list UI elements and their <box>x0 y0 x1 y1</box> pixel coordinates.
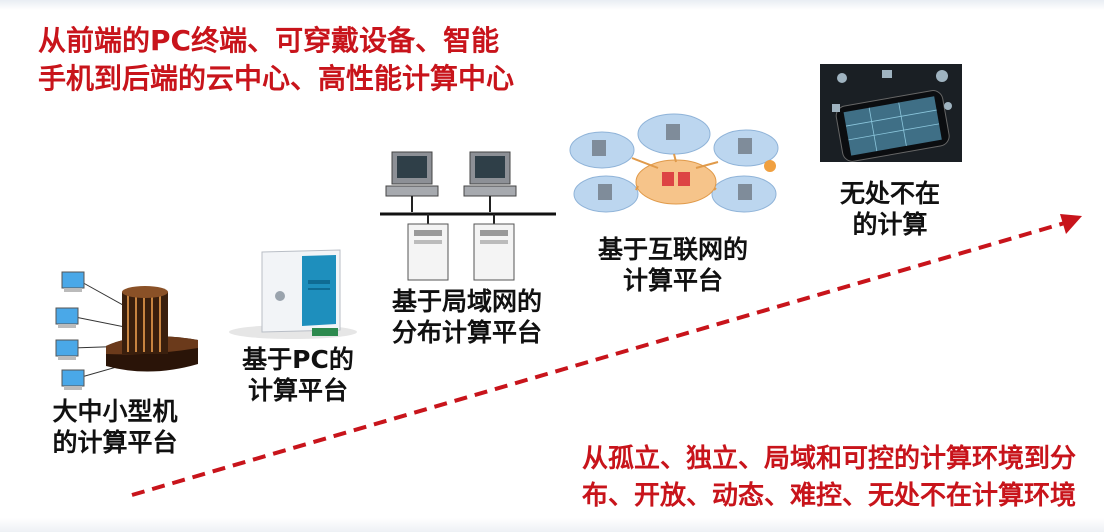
bottom-gradient-band <box>0 518 1104 532</box>
floating-app-icon <box>832 70 952 112</box>
apple-logo-icon <box>275 291 285 301</box>
internet-datacenter-illustration <box>569 113 779 213</box>
top-gradient-band <box>0 0 1104 10</box>
mainframe-illustration <box>55 271 198 390</box>
terminal-icon <box>55 271 85 390</box>
smartphone-illustration <box>820 64 962 162</box>
lan-network-illustration <box>380 151 556 281</box>
headline-line-2: 手机到后端的云中心、高性能计算中心 <box>38 62 515 95</box>
pc-tower-illustration <box>229 249 357 339</box>
headline-line-1: 从前端的PC终端、可穿戴设备、智能 <box>38 24 500 57</box>
workstation-icon <box>385 151 517 197</box>
footer-line-1: 从孤立、独立、局域和可控的计算环境到分 <box>581 444 1076 474</box>
server-icon <box>407 223 515 281</box>
footer-line-2: 布、开放、动态、难控、无处不在计算环境 <box>581 481 1076 511</box>
